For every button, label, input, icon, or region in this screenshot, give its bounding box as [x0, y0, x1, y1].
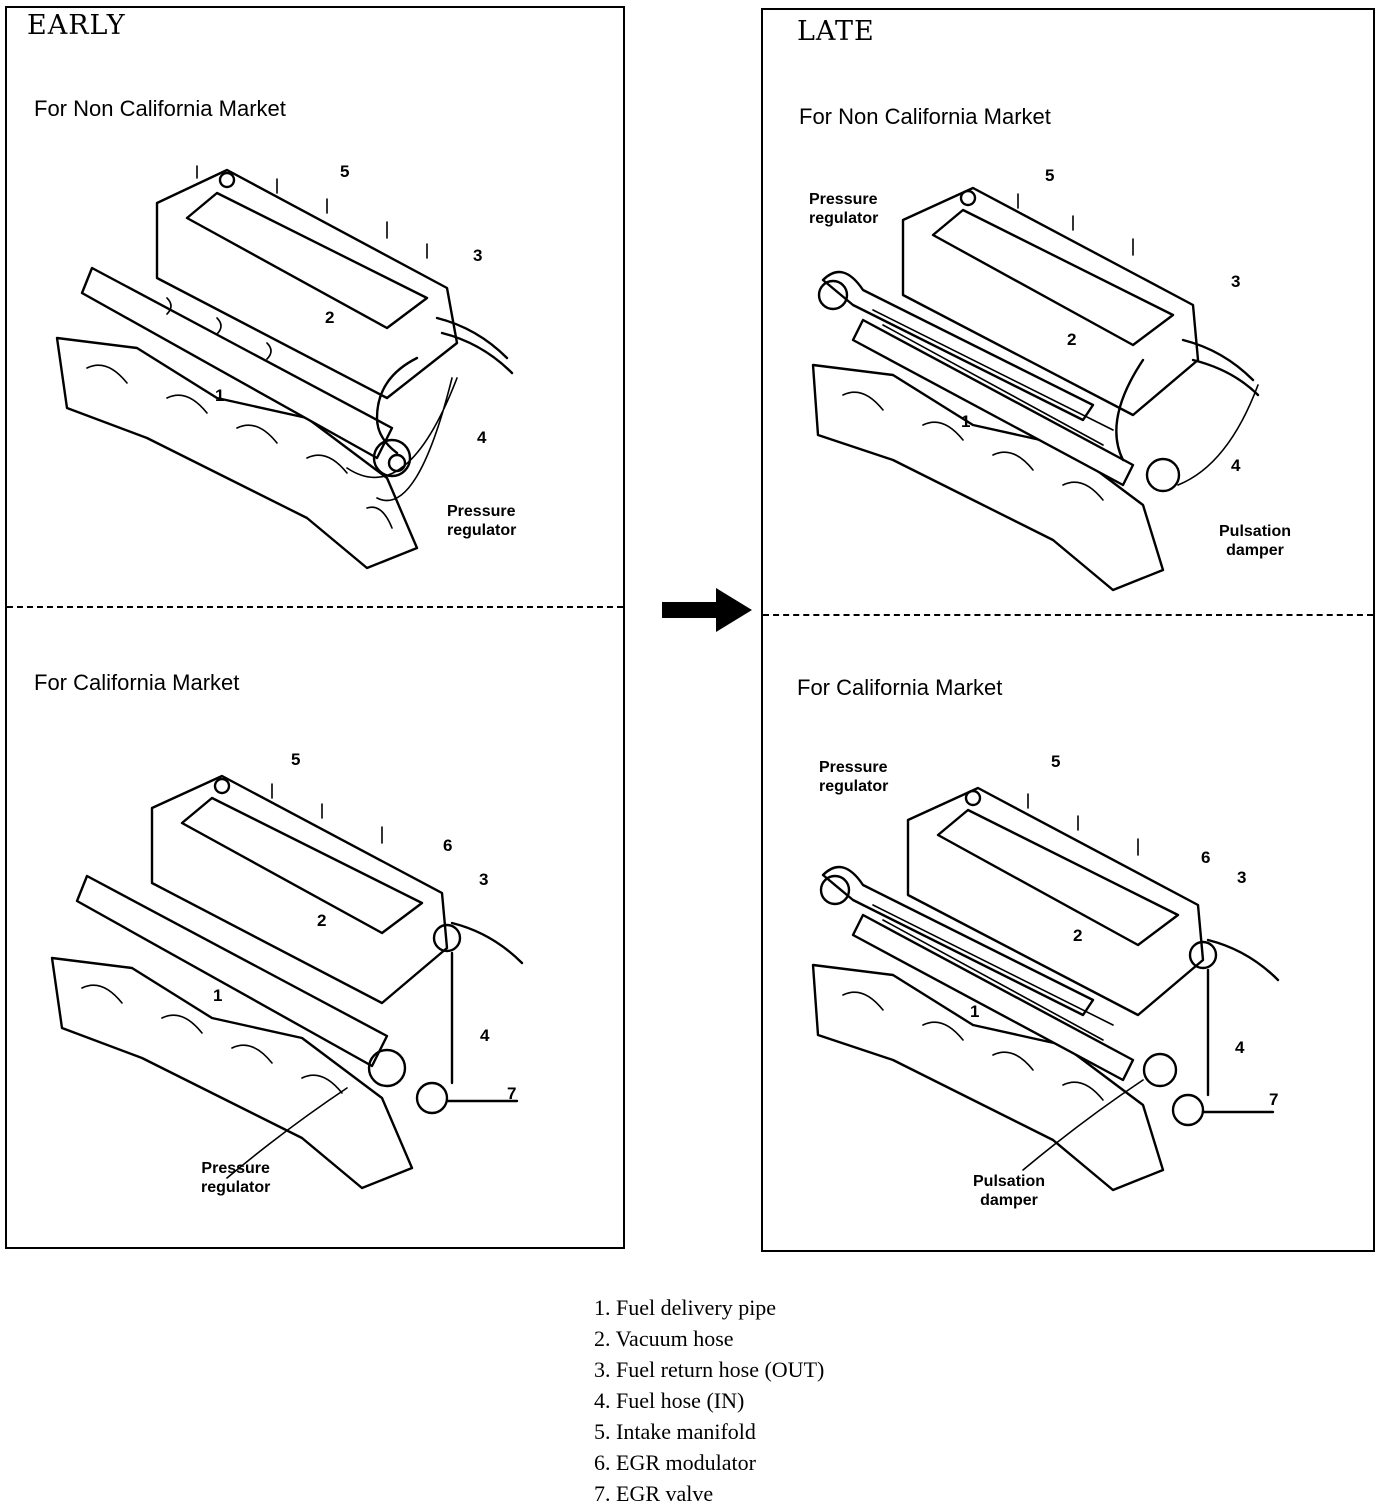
early-california-callout-1: 1	[213, 986, 223, 1005]
late-non-california-callout-4: 4	[1231, 456, 1241, 475]
late-california-callout-3: 3	[1237, 868, 1247, 887]
early-california-callout-7: 7	[507, 1084, 517, 1103]
early-california-callout-2: 2	[317, 911, 327, 930]
early-non-california-pressure-regulator-label: Pressure regulator	[447, 503, 517, 539]
late-section-divider	[763, 614, 1373, 616]
early-california-callout-5: 5	[291, 750, 301, 769]
late-title: LATE	[797, 16, 875, 47]
legend-item: 7. EGR valve	[594, 1481, 714, 1506]
late-california-pressure-regulator-label: Pressure regulator	[819, 759, 889, 795]
early-california-callout-6: 6	[443, 836, 453, 855]
early-non-california-callout-5: 5	[340, 162, 350, 181]
late-non-california-heading: For Non California Market	[799, 104, 1051, 129]
late-california-callout-6: 6	[1201, 848, 1211, 867]
early-non-california-callout-3: 3	[473, 246, 483, 265]
late-panel: LATE For Non California Market 5 3 2 1 4…	[761, 8, 1375, 1252]
parts-legend: 1. Fuel delivery pipe 2. Vacuum hose 3. …	[594, 1292, 824, 1509]
legend-item: 2. Vacuum hose	[594, 1326, 734, 1351]
late-non-california-callout-5: 5	[1045, 166, 1055, 185]
legend-item: 3. Fuel return hose (OUT)	[594, 1357, 825, 1382]
late-california-engine-drawing	[811, 786, 1280, 1192]
early-california-callout-4: 4	[480, 1026, 490, 1045]
early-california-heading: For California Market	[34, 670, 240, 695]
late-california-callout-2: 2	[1073, 926, 1083, 945]
late-california-callout-5: 5	[1051, 752, 1061, 771]
legend-item: 6. EGR modulator	[594, 1450, 756, 1475]
early-section-divider	[7, 606, 623, 608]
legend-item: 4. Fuel hose (IN)	[594, 1388, 745, 1413]
early-non-california-engine-drawing	[55, 165, 514, 570]
late-non-california-engine-drawing	[811, 186, 1260, 592]
early-non-california-callout-4: 4	[477, 428, 487, 447]
early-california-pressure-regulator-label: Pressure regulator	[201, 1160, 271, 1196]
early-non-california-heading: For Non California Market	[34, 96, 286, 121]
late-california-heading: For California Market	[797, 675, 1003, 700]
late-california-callout-1: 1	[970, 1002, 980, 1021]
early-non-california-callout-1: 1	[215, 386, 225, 405]
legend-item: 1. Fuel delivery pipe	[594, 1295, 777, 1320]
late-california-callout-4: 4	[1235, 1038, 1245, 1057]
early-to-late-arrow-icon	[662, 588, 752, 632]
early-california-callout-3: 3	[479, 870, 489, 889]
early-panel: EARLY For Non California Market 5 3 2 1 …	[5, 6, 625, 1249]
late-non-california-pulsation-damper-label: Pulsation damper	[1219, 523, 1292, 559]
legend-item: 5. Intake manifold	[594, 1419, 756, 1444]
late-non-california-callout-1: 1	[961, 412, 971, 431]
early-non-california-callout-2: 2	[325, 308, 335, 327]
late-california-pulsation-damper-label: Pulsation damper	[973, 1173, 1046, 1209]
late-non-california-pressure-regulator-label: Pressure regulator	[809, 191, 879, 227]
early-california-engine-drawing	[50, 774, 524, 1190]
late-non-california-callout-2: 2	[1067, 330, 1077, 349]
late-non-california-callout-3: 3	[1231, 272, 1241, 291]
late-california-callout-7: 7	[1269, 1090, 1279, 1109]
early-title: EARLY	[27, 10, 126, 41]
